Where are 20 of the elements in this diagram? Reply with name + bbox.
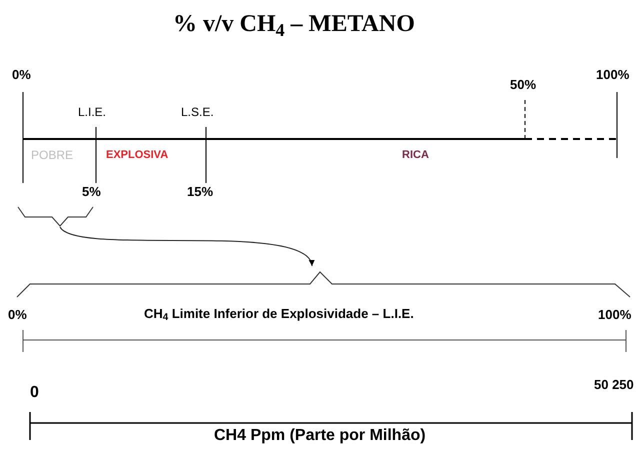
zone-label: POBRE <box>31 149 74 161</box>
tick-label: 0% <box>8 308 27 321</box>
limit-label: L.I.E. <box>78 106 106 118</box>
tick-label: 50% <box>510 78 536 91</box>
tick-label: 50 250 <box>594 378 634 391</box>
limit-label: L.S.E. <box>181 106 214 118</box>
tick-label: 0% <box>12 68 31 81</box>
tick-label: 15% <box>187 185 214 198</box>
tick-label: 5% <box>82 185 101 198</box>
curly-brace <box>18 206 94 227</box>
zone-label: RICA <box>402 150 429 161</box>
curly-brace <box>16 271 630 298</box>
zone-label: EXPLOSIVA <box>106 150 168 161</box>
diagram-title: % v/v CH$_{4}$ – METANO <box>173 10 415 42</box>
tick-label: 100% <box>596 68 630 81</box>
tick-label: 0 <box>30 385 39 401</box>
tick-label: 100% <box>598 308 632 321</box>
curved-arrow <box>60 226 312 266</box>
scale-title: CH4 Ppm (Parte por Milhão) <box>214 428 426 444</box>
scale-title: CH$_{4}$ Limite Inferior de Explosividade – L.I.E. <box>144 307 414 320</box>
